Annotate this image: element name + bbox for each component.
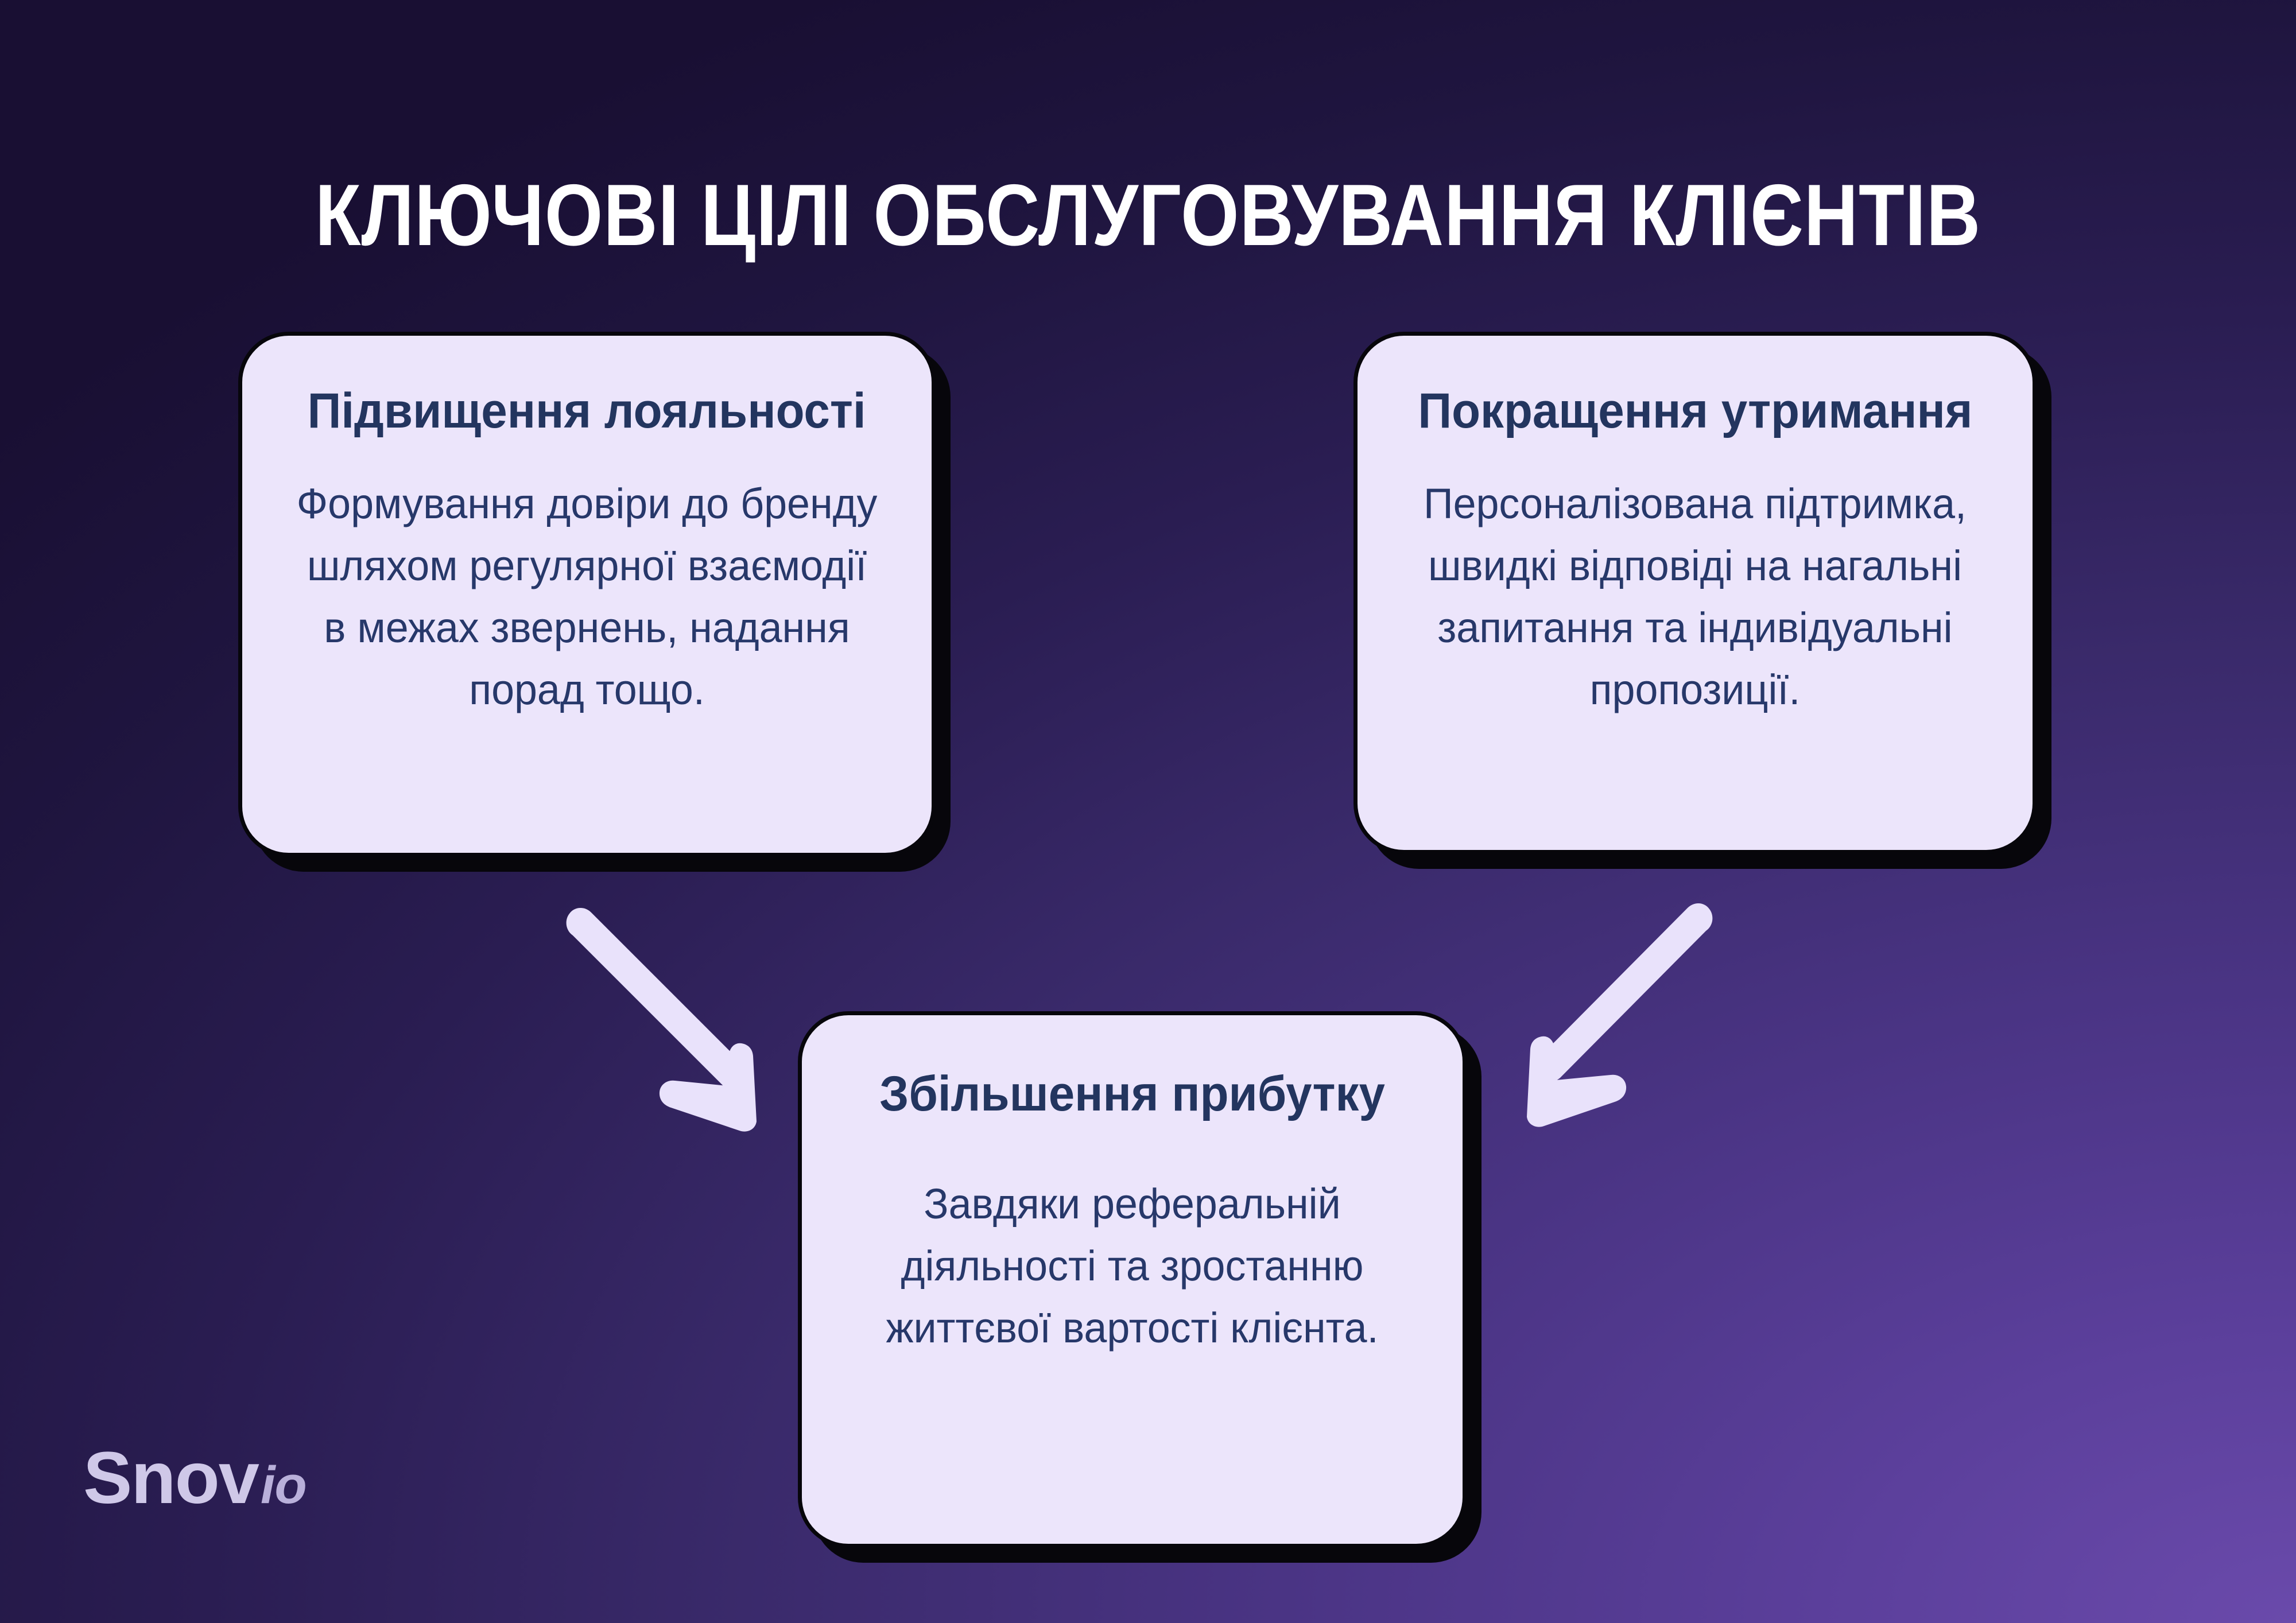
brand-logo-name: Snov (83, 1437, 259, 1519)
card-profit: Збільшення прибутку Завдяки реферальній … (798, 1011, 1467, 1548)
card-retention: Покращення утримання Персоналізована під… (1353, 332, 2037, 854)
card-loyalty-title: Підвищення лояльності (308, 383, 866, 438)
page-title: КЛЮЧОВІ ЦІЛІ ОБСЛУГОВУВАННЯ КЛІЄНТІВ (315, 166, 1981, 264)
card-profit-body: Завдяки реферальній діяльності та зроста… (886, 1180, 1379, 1352)
brand-logo: Snov io (83, 1442, 307, 1515)
card-loyalty: Підвищення лояльності Формування довіри … (238, 332, 936, 857)
card-loyalty-body: Формування довіри до бренду шляхом регул… (296, 480, 878, 714)
card-retention-body: Персоналізована підтримка, швидкі відпов… (1423, 480, 1967, 714)
card-profit-title: Збільшення прибутку (879, 1066, 1385, 1121)
arrow-down-left-icon (1527, 903, 1713, 1127)
card-retention-title: Покращення утримання (1417, 383, 1973, 438)
arrow-down-right-icon (566, 907, 757, 1132)
brand-logo-tld: io (260, 1456, 307, 1515)
